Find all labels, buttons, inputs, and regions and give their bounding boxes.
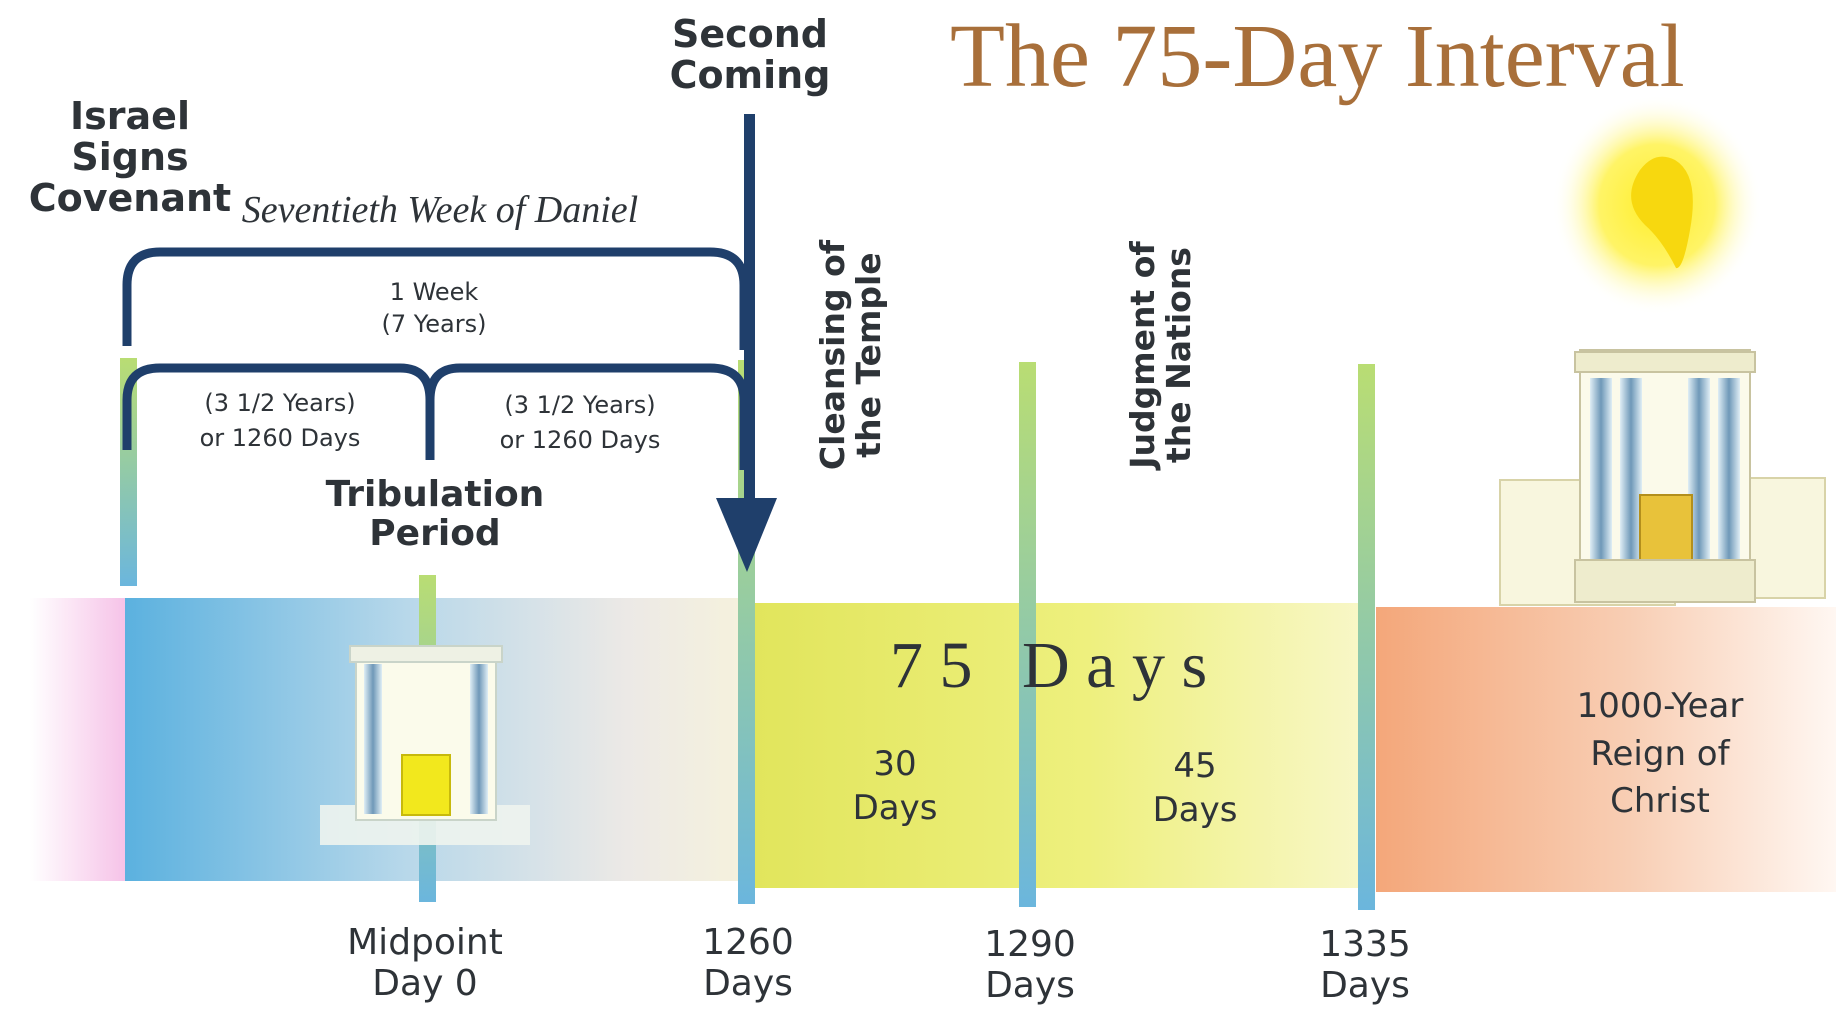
forty-five-days-label: 45 Days xyxy=(1152,746,1238,831)
cleansing-temple-label: Cleansing of the Temple xyxy=(813,239,889,471)
second-coming-arrow-shaft xyxy=(744,114,755,506)
tick-label-1335: 1335 Days xyxy=(1319,924,1411,1007)
bracket-halves xyxy=(122,363,749,470)
one-week-label: 1 Week (7 Years) xyxy=(381,278,487,339)
millennial-temple-icon xyxy=(1499,349,1826,606)
millennial-reign-label: 1000-Year Reign of Christ xyxy=(1576,686,1744,822)
second-coming-label: Second Coming xyxy=(669,12,831,98)
thirty-days-label: 30 Days xyxy=(852,744,938,829)
israel-signs-covenant-label: Israel Signs Covenant xyxy=(28,94,232,221)
tribulation-period-label: Tribulation Period xyxy=(325,474,545,554)
judgment-nations-label: Judgment of the Nations xyxy=(1123,241,1199,469)
marker-1335 xyxy=(1358,364,1375,910)
tick-label-midpoint: Midpoint Day 0 xyxy=(347,922,503,1005)
marker-1290 xyxy=(1019,362,1036,907)
tick-label-1260: 1260 Days xyxy=(702,922,794,1005)
band-75-days xyxy=(752,603,1366,888)
half-left-label: (3 1/2 Years) or 1260 Days xyxy=(199,389,361,452)
temple-icon xyxy=(320,645,530,845)
bracket-week xyxy=(122,247,749,350)
seventieth-week-label: Seventieth Week of Daniel xyxy=(241,189,639,231)
page-title: The 75-Day Interval xyxy=(950,7,1685,106)
band-millennium xyxy=(1376,607,1836,892)
tick-label-1290: 1290 Days xyxy=(984,924,1076,1007)
flame-icon xyxy=(1631,156,1693,269)
band-pink xyxy=(30,598,125,881)
second-coming-arrow-head xyxy=(716,498,777,572)
seventy-five-days-label: 7 5 D a y s xyxy=(890,629,1208,702)
half-right-label: (3 1/2 Years) or 1260 Days xyxy=(499,391,661,454)
